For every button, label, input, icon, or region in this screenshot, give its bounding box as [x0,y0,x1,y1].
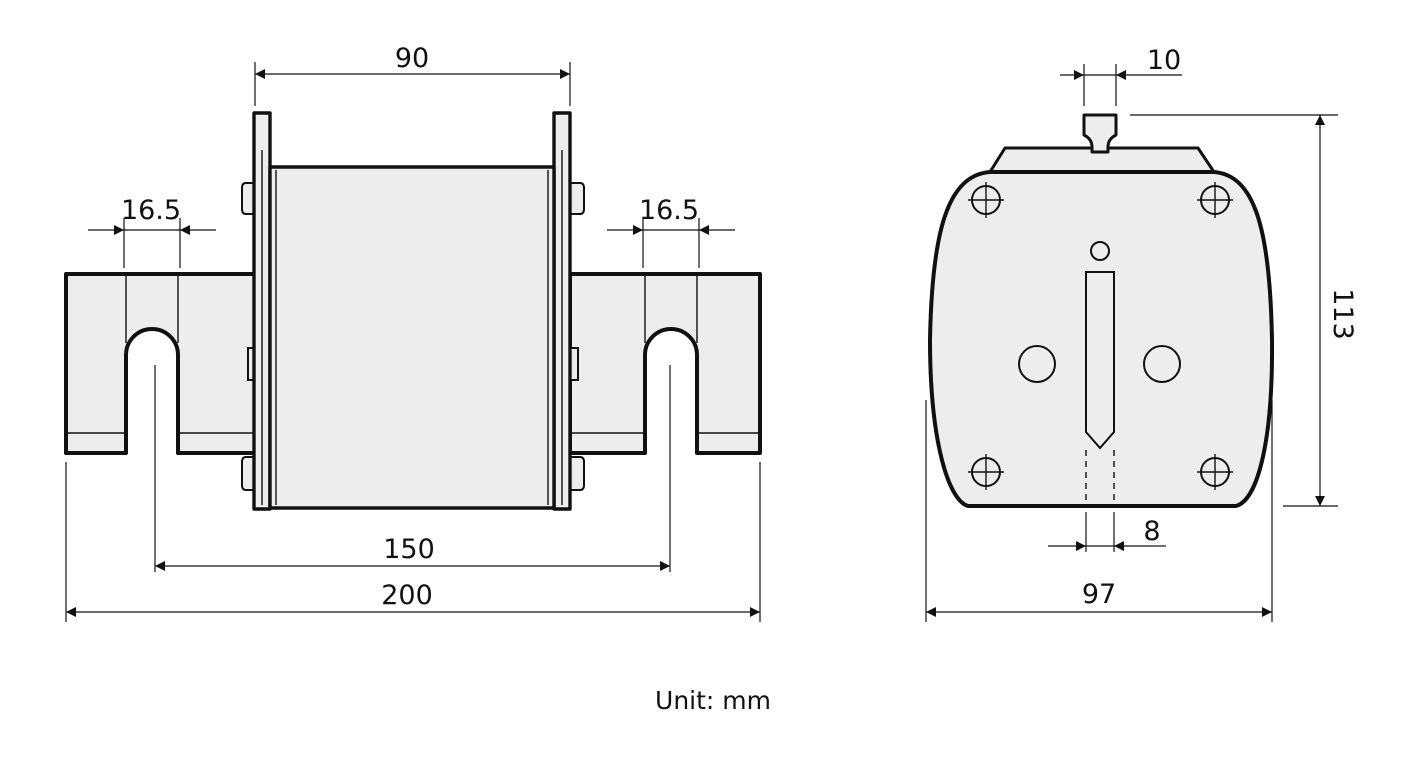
contact-hole-right [1143,345,1181,383]
dim-hole-spacing: 150 [383,534,435,565]
mounting-screw-bottom-right [1197,454,1233,490]
dim-overall-length: 200 [381,580,433,611]
contact-hole-left [1018,345,1056,383]
indicator-slot [1085,271,1115,450]
dim-height: 113 [1327,288,1358,340]
front-view: 90 16.5 16.5 150 200 [64,43,762,622]
top-shoulder [988,146,1216,174]
mounting-screw-top-right [1197,182,1233,218]
fuse-body [268,165,556,510]
dim-bottom-slot: 8 [1143,516,1160,547]
dim-right-slot: 16.5 [639,195,699,226]
dim-width: 97 [1082,579,1116,610]
left-contact-blade [64,272,257,455]
mounting-screw-bottom-left [968,454,1004,490]
indicator-hole [1090,241,1110,261]
right-contact-blade [568,272,762,455]
dim-top-width: 90 [395,43,429,74]
mounting-screw-top-left [968,182,1004,218]
right-end-plate [552,111,585,511]
top-tab [1082,113,1118,154]
dim-left-slot: 16.5 [121,195,181,226]
unit-label: Unit: mm [655,686,771,715]
dim-top-tab: 10 [1147,45,1181,76]
side-view: 10 113 8 97 [925,45,1358,622]
